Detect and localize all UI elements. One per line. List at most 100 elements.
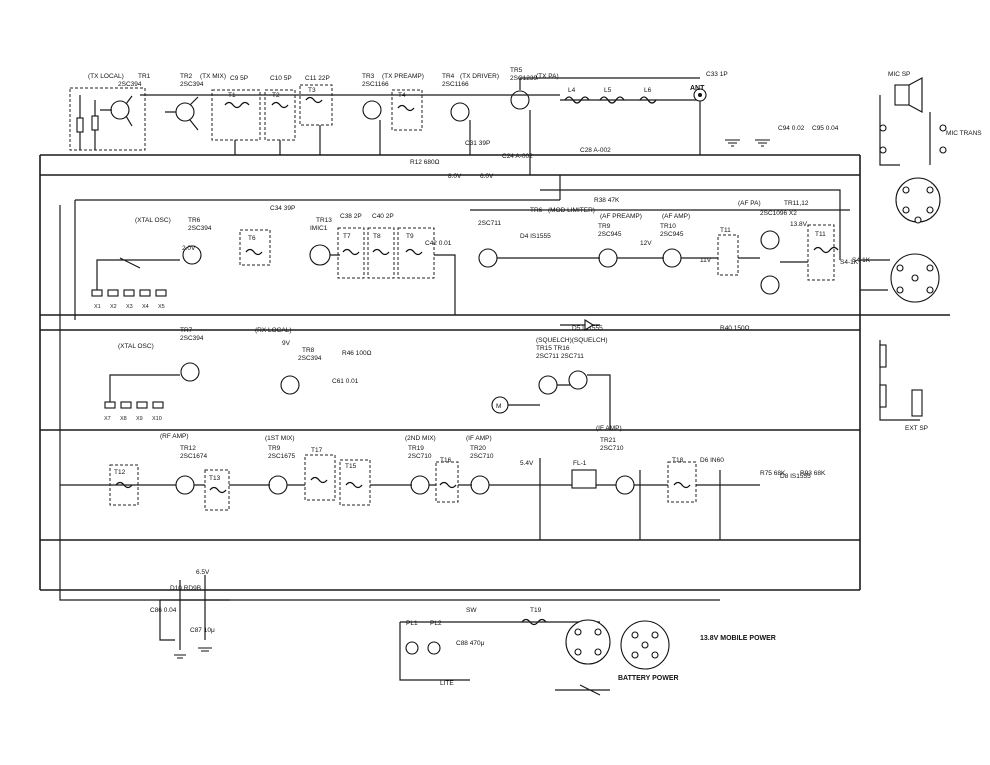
rx-first-mix-upper: TR13 IMIC1 T7 T8 T9 C38 2P C40 2P C42 0.… bbox=[309, 213, 456, 315]
power-buses bbox=[39, 154, 950, 601]
ext-sp-label: EXT SP bbox=[905, 425, 928, 432]
t11-label: T11 bbox=[815, 231, 826, 238]
t17-label: T17 bbox=[311, 447, 323, 454]
c11-label: C11 22P bbox=[305, 75, 330, 82]
fl1-label: FL-1 bbox=[573, 460, 587, 467]
c34-label: C34 39P bbox=[270, 205, 295, 212]
tr-afpre-part: 2SC945 bbox=[598, 231, 622, 238]
d8-label: D8 IS1555 bbox=[780, 473, 811, 480]
tr-ml-name: TR6 bbox=[530, 207, 543, 214]
t13-label: T13 bbox=[209, 475, 221, 482]
tr-rf-role: (RF AMP) bbox=[160, 433, 189, 440]
l6-label: L6 bbox=[644, 87, 652, 94]
tr7-part: 2SC394 bbox=[180, 335, 204, 342]
volt-12v: 12V bbox=[640, 240, 652, 247]
mic-trans-label: MIC TRANS bbox=[946, 130, 982, 137]
x9-label: X9 bbox=[136, 416, 143, 422]
volt-6v-tx: 6.0V bbox=[480, 173, 494, 180]
tr3-part: 2SC1166 bbox=[362, 81, 389, 88]
tr-mix2-part: 2SC710 bbox=[408, 453, 432, 460]
tr5-name: TR5 bbox=[510, 67, 523, 74]
tr-mix2-name: TR19 bbox=[408, 445, 424, 452]
c40-label: C40 2P bbox=[372, 213, 394, 220]
speaker-icon bbox=[894, 84, 910, 106]
tr8-role: (RX LOCAL) bbox=[255, 327, 291, 334]
mic-sp-label: MIC SP bbox=[888, 71, 910, 78]
tr-if-name: TR20 bbox=[470, 445, 486, 452]
l5-label: L5 bbox=[604, 87, 612, 94]
tr-mix2-role: (2ND MIX) bbox=[405, 435, 436, 442]
tr9-part: 2SC1675 bbox=[268, 453, 295, 460]
volt-8v-tx: 8.0V bbox=[448, 173, 462, 180]
t8-label: T8 bbox=[373, 233, 381, 240]
volt-9v: 9V bbox=[282, 340, 291, 347]
sq-names: TR15 TR16 bbox=[536, 345, 570, 352]
pilot-lamp-2-icon bbox=[427, 641, 441, 655]
tr4-role: (TX DRIVER) bbox=[460, 73, 499, 80]
c10-label: C10 5P bbox=[270, 75, 292, 82]
tr-if-role: (IF AMP) bbox=[466, 435, 492, 442]
ic1-name: TR13 bbox=[316, 217, 332, 224]
x8-label: X8 bbox=[120, 416, 127, 422]
tr4-part: 2SC1166 bbox=[442, 81, 469, 88]
tr-ml-role: (MOD LIMITER) bbox=[548, 207, 595, 214]
t11-label-af: T11 bbox=[720, 227, 731, 234]
meter-m: M bbox=[496, 403, 501, 410]
t12-label: T12 bbox=[114, 469, 126, 476]
volt-11v: 11V bbox=[700, 257, 712, 264]
ceramic-filter-icon bbox=[571, 469, 597, 489]
tr9-role: (1ST MIX) bbox=[265, 435, 295, 442]
tr8-part: 2SC394 bbox=[298, 355, 322, 362]
xtal-osc-upper: (XTAL OSC) TR6 2SC394 2.0V X1 X2 X3 X4 X… bbox=[91, 205, 295, 310]
c87-label: C87 10μ bbox=[190, 627, 215, 634]
l4-label: L4 bbox=[568, 87, 576, 94]
x10-label: X10 bbox=[152, 416, 162, 422]
t3-label: T3 bbox=[308, 87, 316, 94]
misc-diodes: D5 IS1555 D4 IS1555 12V 11V bbox=[520, 233, 712, 332]
sw1k-label: S4-1K bbox=[852, 257, 871, 264]
tr-afpa-name: TR11,12 bbox=[784, 200, 809, 207]
tr2-role: (TX MIX) bbox=[200, 73, 226, 80]
tr-if-part: 2SC710 bbox=[470, 453, 494, 460]
tr8-name: TR8 bbox=[302, 347, 315, 354]
tr1-part: 2SC394 bbox=[118, 81, 142, 88]
sw-label: SW bbox=[466, 607, 477, 614]
volt-2v: 2.0V bbox=[182, 245, 196, 252]
sq-role: (SQUELCH)(SQUELCH) bbox=[536, 337, 608, 344]
c24-label: C24 A-002 bbox=[502, 153, 533, 160]
mobile-power-label: 13.8V MOBILE POWER bbox=[700, 635, 776, 642]
tr6-part: 2SC394 bbox=[188, 225, 212, 232]
tr-afamp-role: (AF AMP) bbox=[662, 213, 690, 220]
c42-label: C42 0.01 bbox=[425, 240, 452, 247]
tr2-name: TR2 bbox=[180, 73, 193, 80]
ext-sp-section: EXT SP bbox=[879, 340, 928, 432]
d10-label: D10 RD9B bbox=[170, 585, 201, 592]
c31-label: C31 39P bbox=[465, 140, 490, 147]
tr-rf-name: TR12 bbox=[180, 445, 196, 452]
crystal-bank-lower: X7 X8 X9 X10 bbox=[104, 401, 164, 422]
t16-label: T16 bbox=[440, 457, 452, 464]
tr-if2-name: TR21 bbox=[600, 437, 616, 444]
t19-label: T19 bbox=[530, 607, 542, 614]
c94-label: C94 0.02 bbox=[778, 125, 805, 132]
r46-label: R46 100Ω bbox=[342, 350, 372, 357]
x4-label: X4 bbox=[142, 304, 149, 310]
c86-label: C86 0.04 bbox=[150, 607, 177, 614]
tr1-role: (TX LOCAL) bbox=[88, 73, 124, 80]
tx-output-filter: C33 1P L4 L5 L6 C28 A-002 ANT C94 0.02 C… bbox=[560, 71, 839, 155]
volt-13v-af: 13.8V bbox=[790, 221, 808, 228]
c88-label: C88 470μ bbox=[456, 640, 485, 647]
ant-label: ANT bbox=[690, 85, 705, 92]
r38-label: R38 47K bbox=[594, 197, 620, 204]
d4-label: D4 IS1555 bbox=[520, 233, 551, 240]
tr7-name: TR7 bbox=[180, 327, 193, 334]
tr6-role: (XTAL OSC) bbox=[135, 217, 171, 224]
x1-label: X1 bbox=[94, 304, 101, 310]
xtal-osc-lower: (XTAL OSC) TR7 2SC394 X7 X8 X9 X10 (RX L… bbox=[104, 327, 372, 422]
tr7-role: (XTAL OSC) bbox=[118, 343, 154, 350]
tr4-name: TR4 bbox=[442, 73, 455, 80]
x5-label: X5 bbox=[158, 304, 165, 310]
squelch-section: TR15 TR16 (SQUELCH)(SQUELCH) 2SC711 2SC7… bbox=[491, 337, 611, 430]
t6-label: T6 bbox=[248, 235, 256, 242]
